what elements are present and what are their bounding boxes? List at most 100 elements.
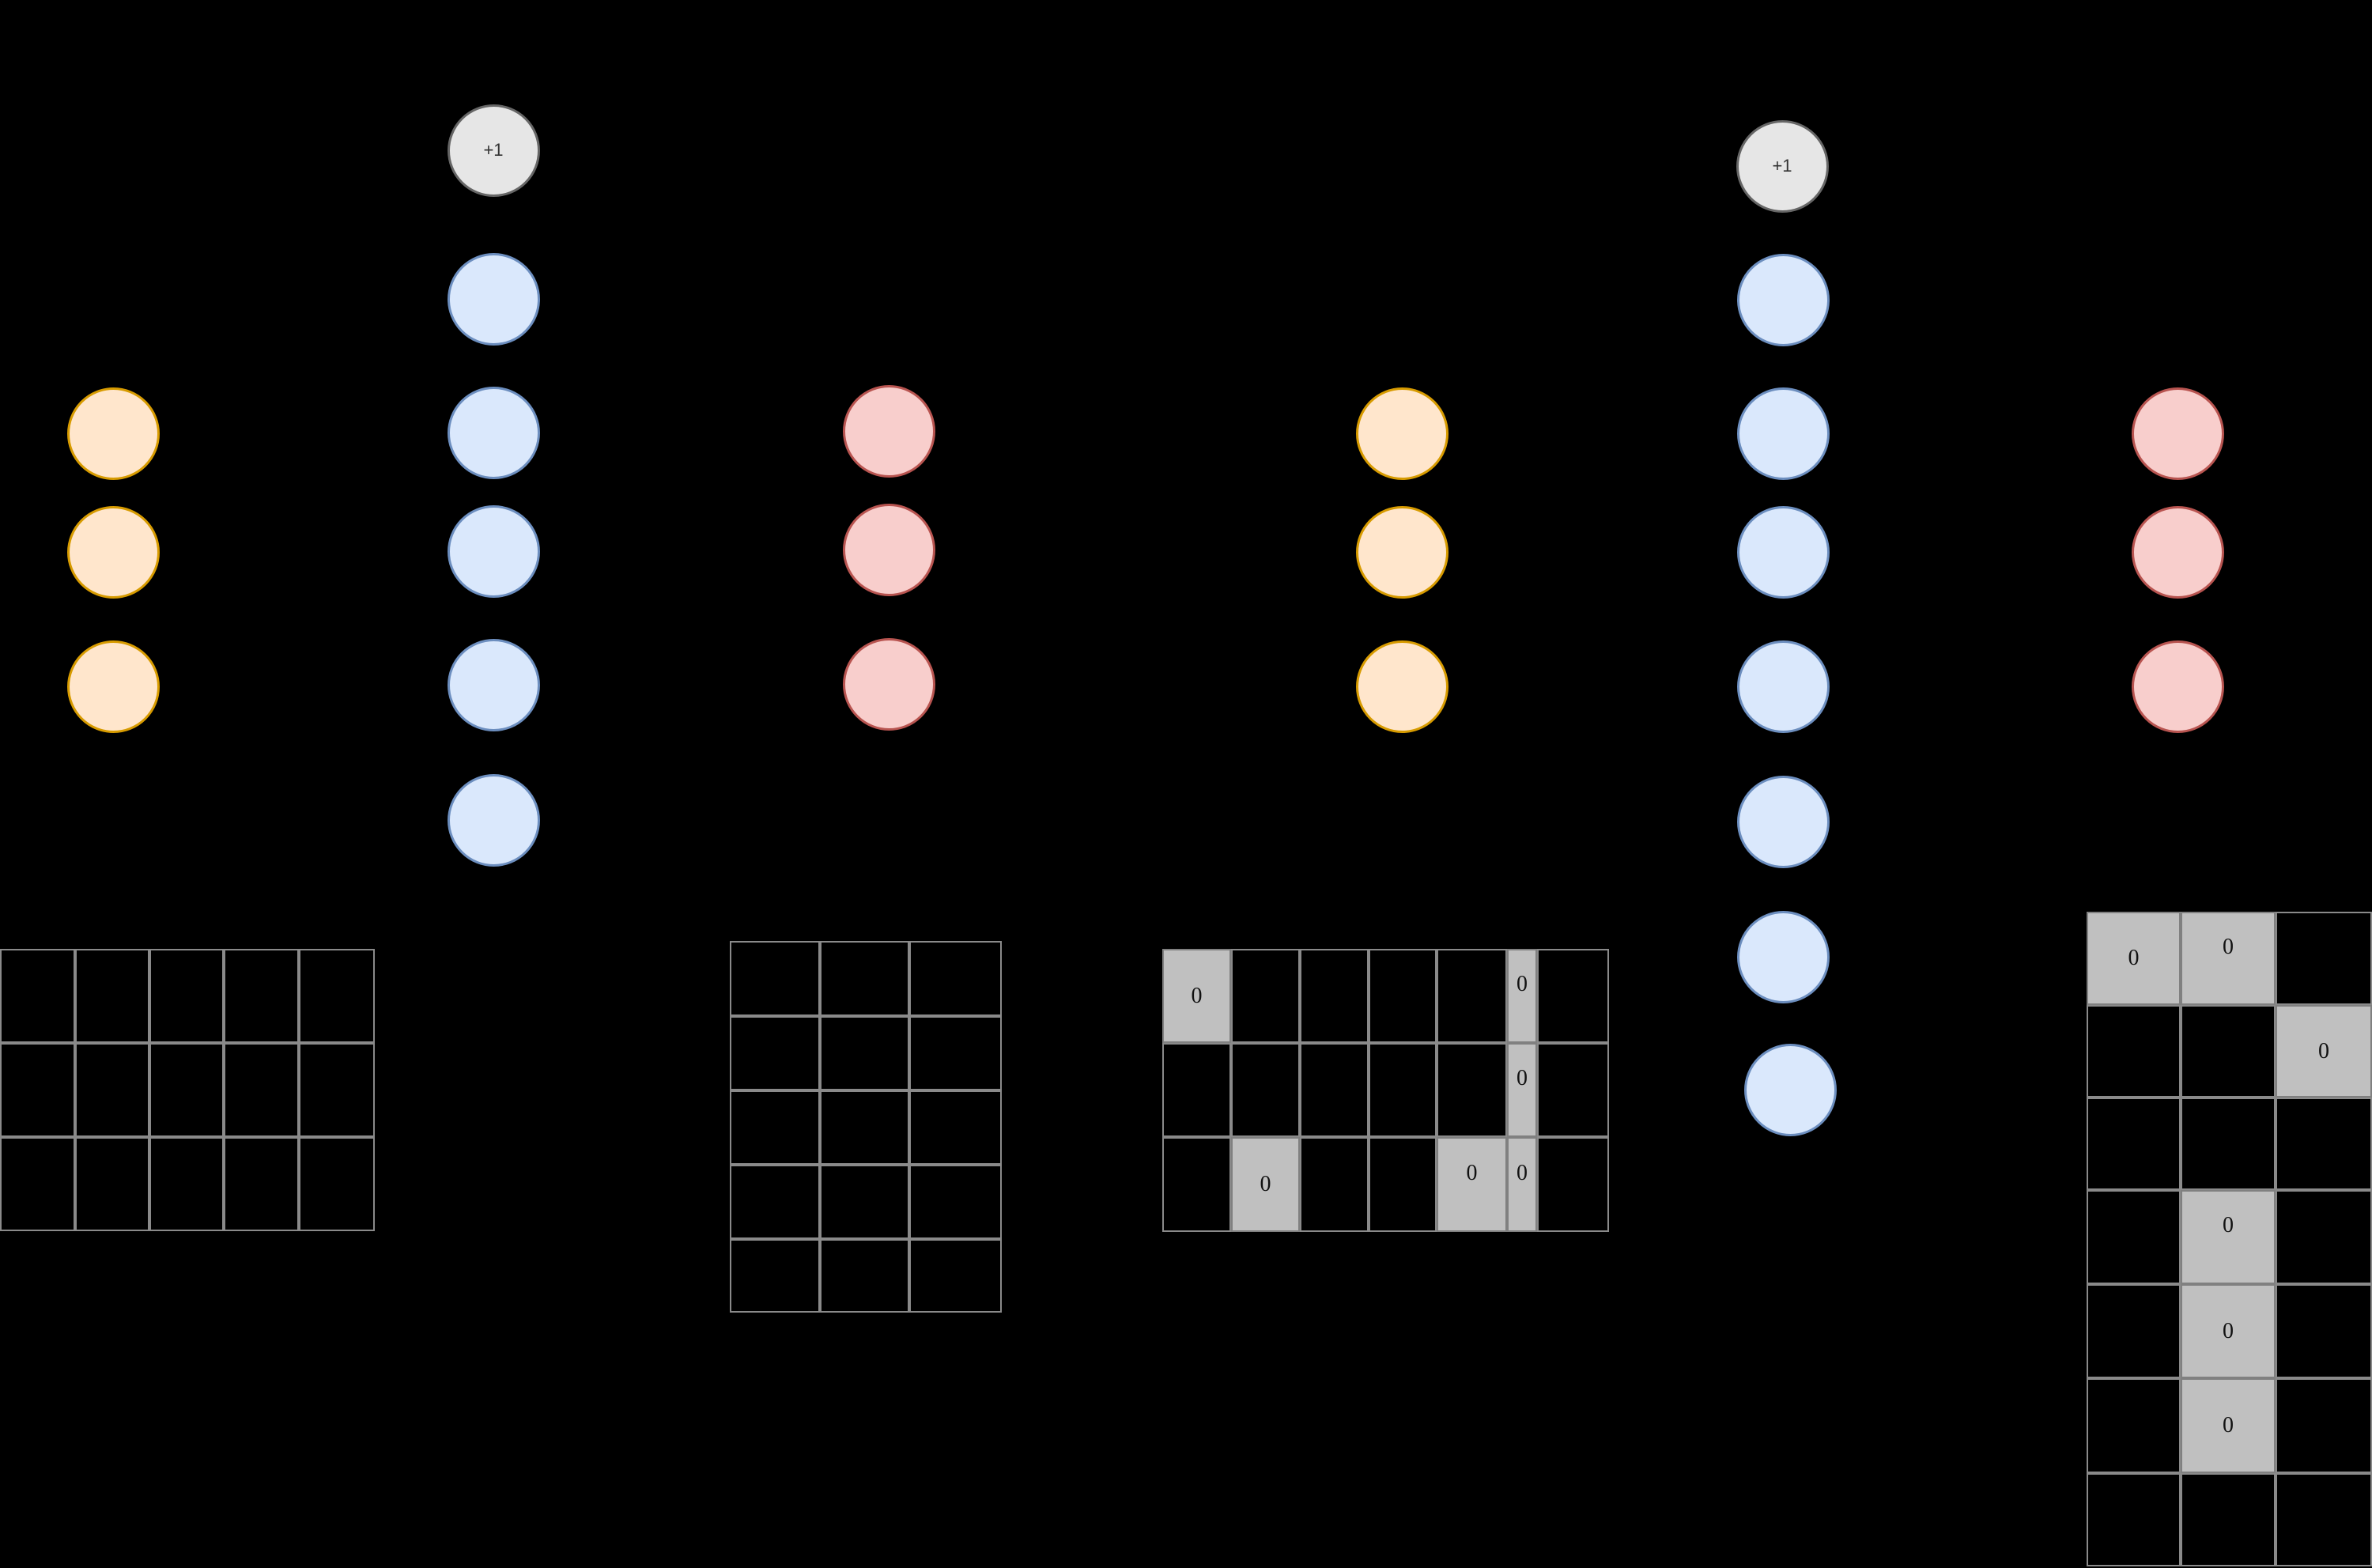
matrix-cell [1437, 1043, 1507, 1137]
output-neuron [2131, 387, 2224, 480]
cell-value: 0 [2223, 1318, 2234, 1343]
hidden-neuron [1736, 775, 1830, 868]
masked-cell: 0 [2181, 1378, 2276, 1473]
matrix-cell [0, 949, 75, 1043]
cell-value: 0 [2318, 1038, 2329, 1064]
cell-value: 0 [1466, 1160, 1478, 1185]
matrix-cell [1369, 1043, 1437, 1137]
matrix-cell [2087, 1378, 2181, 1473]
matrix-cell [75, 1137, 149, 1231]
matrix-cell [909, 1016, 1002, 1090]
matrix-cell [299, 1137, 375, 1231]
hidden-neuron [447, 638, 540, 731]
matrix-cell [1231, 1043, 1300, 1137]
hidden-neuron [447, 252, 540, 346]
matrix-cell [2087, 1005, 2181, 1098]
matrix-cell [730, 1090, 820, 1165]
masked-cell: 0 [1507, 1137, 1537, 1232]
matrix-cell [224, 1043, 299, 1137]
hidden-neuron [1736, 387, 1830, 480]
hidden-neuron [447, 386, 540, 479]
matrix-cell [909, 941, 1002, 1016]
matrix-cell [2181, 1005, 2276, 1098]
hidden-neuron [1736, 640, 1830, 733]
matrix-cell [299, 949, 375, 1043]
matrix-cell [1369, 949, 1437, 1043]
input-neuron [66, 505, 160, 599]
bias-label: +1 [483, 140, 504, 160]
matrix-cell [909, 1165, 1002, 1239]
matrix-cell [1300, 1137, 1369, 1232]
input-neuron [1355, 640, 1449, 733]
matrix-cell [2087, 1284, 2181, 1378]
masked-cell: 0 [2181, 1284, 2276, 1378]
hidden-neuron [1743, 1043, 1837, 1136]
cell-value: 0 [1260, 1172, 1271, 1196]
bias-label: +1 [1772, 156, 1792, 176]
hidden-neuron [447, 773, 540, 867]
cell-value: 0 [1191, 983, 1203, 1008]
matrix-cell [820, 1165, 909, 1239]
matrix-cell [1369, 1137, 1437, 1232]
masked-cell: 0 [2087, 912, 2181, 1005]
matrix-cell [224, 949, 299, 1043]
matrix-cell [149, 1137, 224, 1231]
hidden-neuron [1736, 253, 1830, 346]
matrix-cell [730, 941, 820, 1016]
matrix-cell [2181, 1098, 2276, 1190]
matrix-cell [1231, 949, 1300, 1043]
masked-cell: 0 [1162, 949, 1231, 1043]
matrix-cell [224, 1137, 299, 1231]
output-neuron [2131, 505, 2224, 599]
hidden-neuron [447, 504, 540, 598]
matrix-cell [2087, 1098, 2181, 1190]
pruned-weight-matrix-2: 0 0 0 0 0 0 [2087, 912, 2372, 1566]
matrix-cell [730, 1165, 820, 1239]
matrix-cell [1162, 1043, 1231, 1137]
matrix-cell [0, 1137, 75, 1231]
matrix-cell [1537, 1043, 1609, 1137]
matrix-cell [1300, 949, 1369, 1043]
masked-cell: 0 [2181, 912, 2276, 1005]
matrix-cell [2276, 1190, 2372, 1284]
cell-value: 0 [1516, 972, 1528, 997]
matrix-cell [1537, 949, 1609, 1043]
cell-value: 0 [2223, 934, 2234, 959]
input-neuron [66, 387, 160, 480]
matrix-cell [2276, 1098, 2372, 1190]
matrix-cell [2276, 1473, 2372, 1566]
output-neuron [842, 384, 935, 478]
cell-value: 0 [1516, 1160, 1528, 1185]
matrix-cell [0, 1043, 75, 1137]
bias-neuron: +1 [1736, 119, 1829, 213]
matrix-cell [2181, 1473, 2276, 1566]
cell-value: 0 [1516, 1066, 1528, 1091]
matrix-cell [1162, 1137, 1231, 1232]
matrix-cell [1437, 949, 1507, 1043]
matrix-cell [909, 1090, 1002, 1165]
matrix-cell [299, 1043, 375, 1137]
cell-value: 0 [2223, 1213, 2234, 1238]
output-neuron [842, 637, 935, 731]
matrix-cell [909, 1239, 1002, 1313]
output-neuron [2131, 640, 2224, 733]
masked-cell: 0 [1231, 1137, 1300, 1232]
matrix-cell [820, 1090, 909, 1165]
matrix-cell [2276, 1284, 2372, 1378]
masked-cell: 0 [2276, 1005, 2372, 1098]
matrix-cell [2087, 1473, 2181, 1566]
input-neuron [1355, 387, 1449, 480]
masked-cell: 0 [1507, 1043, 1537, 1137]
matrix-cell [730, 1239, 820, 1313]
masked-cell: 0 [1507, 949, 1537, 1043]
matrix-cell [75, 949, 149, 1043]
matrix-cell [1300, 1043, 1369, 1137]
masked-cell: 0 [1437, 1137, 1507, 1232]
bias-neuron: +1 [447, 104, 540, 197]
matrix-cell [820, 941, 909, 1016]
matrix-cell [820, 1016, 909, 1090]
matrix-cell [820, 1239, 909, 1313]
hidden-neuron [1736, 505, 1830, 599]
matrix-cell [149, 949, 224, 1043]
